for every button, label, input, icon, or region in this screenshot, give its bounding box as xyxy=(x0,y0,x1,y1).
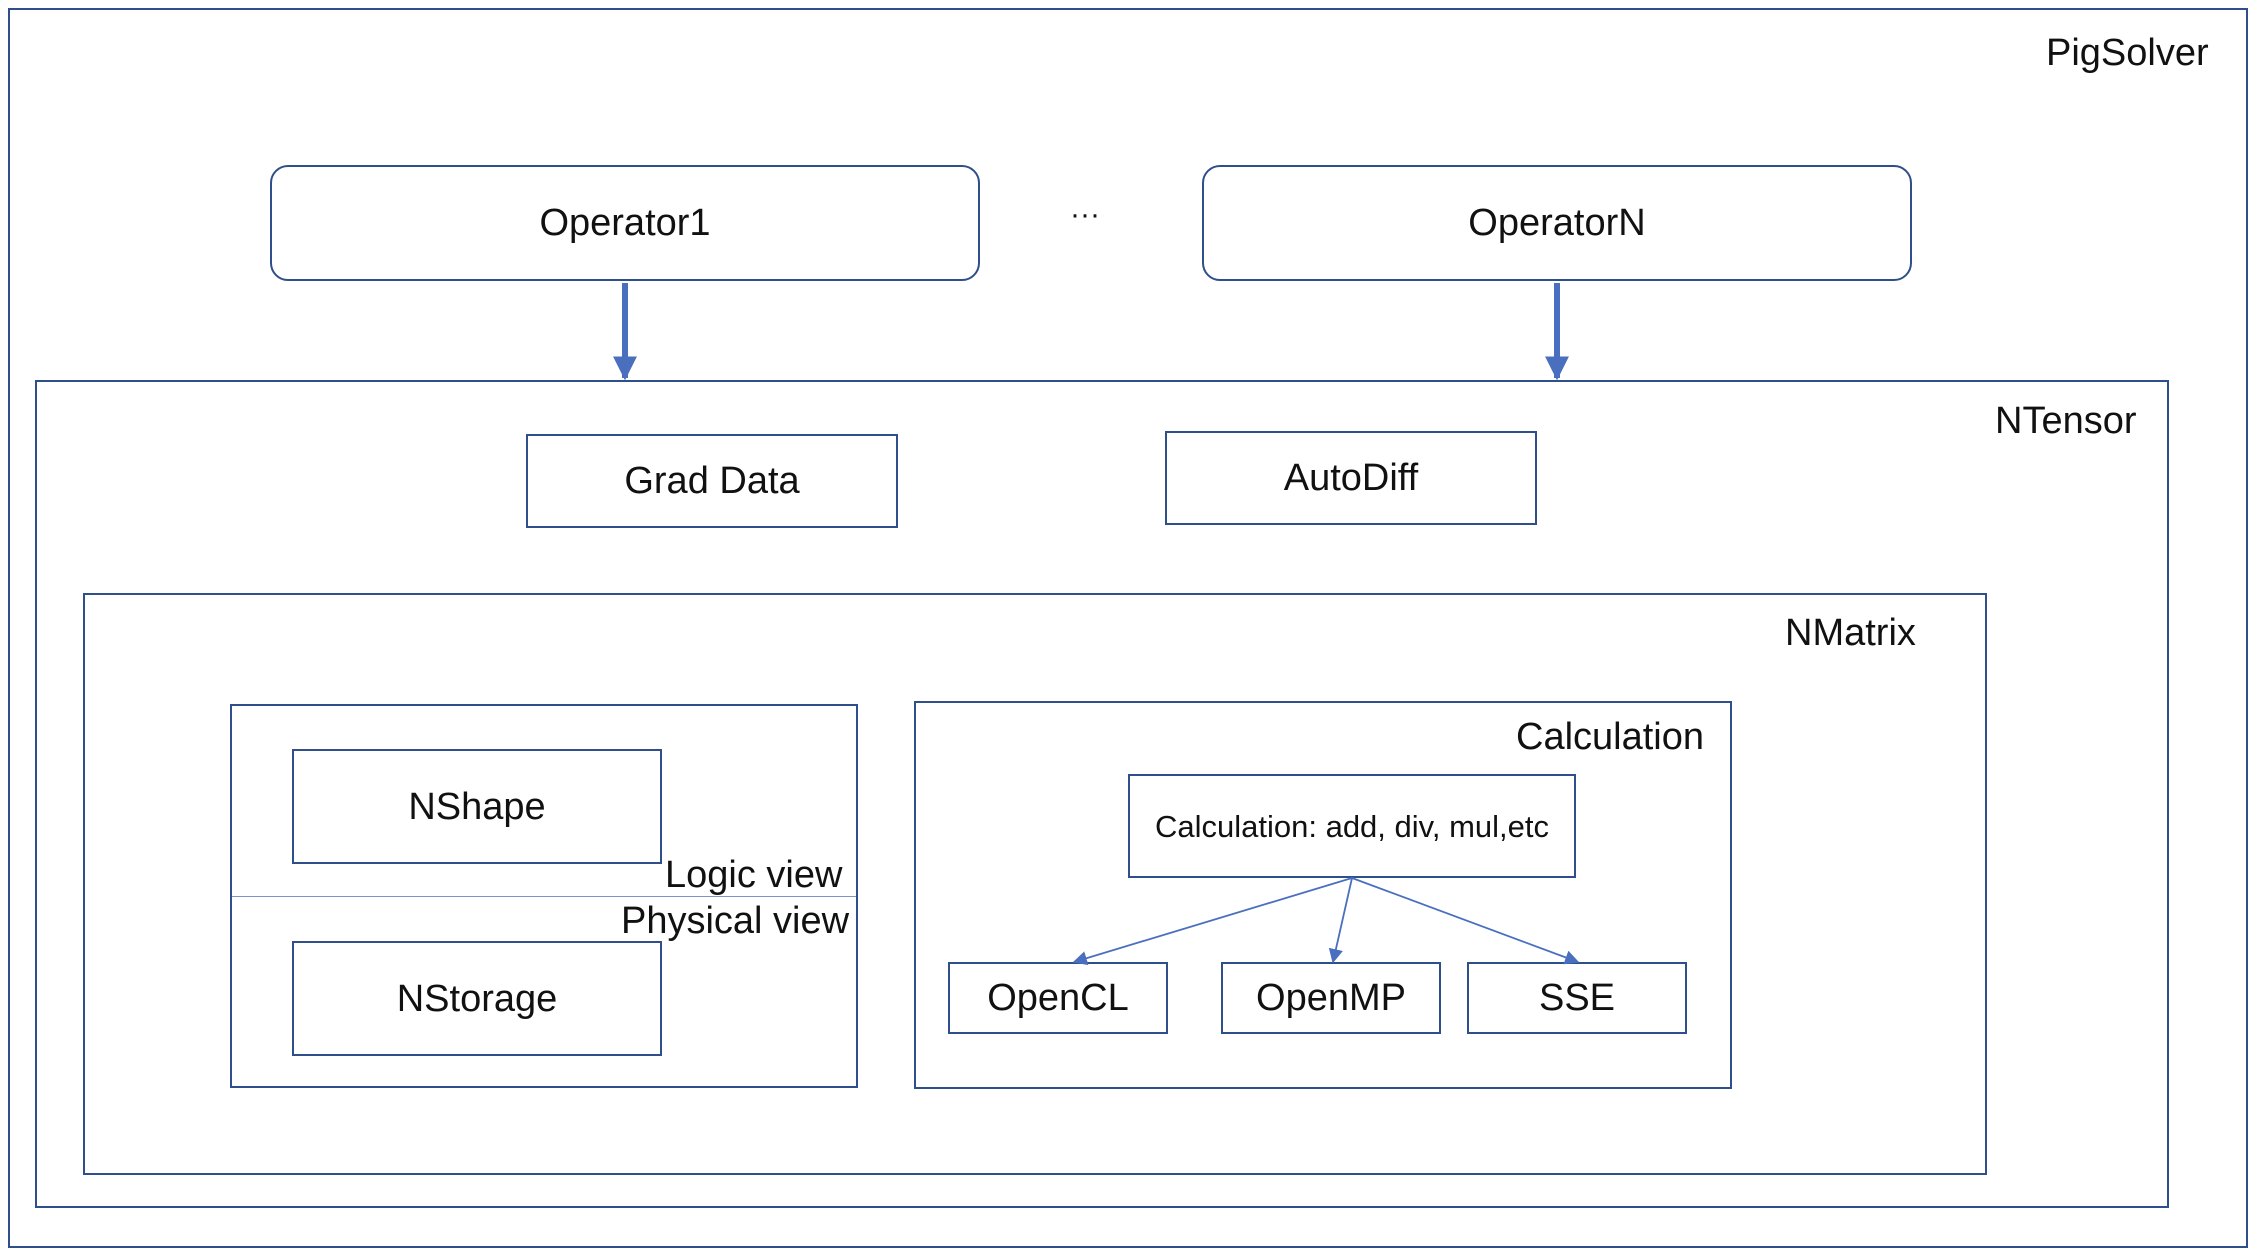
pigsolver-label: PigSolver xyxy=(2046,32,2209,74)
nshape-label: NShape xyxy=(408,785,546,828)
autodiff-label: AutoDiff xyxy=(1283,457,1419,499)
opencl-label: OpenCL xyxy=(987,977,1129,1019)
logic-view-label: Logic view xyxy=(665,854,843,896)
ntensor-label: NTensor xyxy=(1995,400,2137,442)
operator1-label: Operator1 xyxy=(539,202,711,244)
operatorn-label: OperatorN xyxy=(1468,202,1646,244)
nstorage-box: NStorage xyxy=(292,941,662,1056)
operator-ellipsis: ··· xyxy=(1070,198,1100,231)
calculation-label: Calculation xyxy=(1516,716,1704,758)
grad-data-label: Grad Data xyxy=(624,460,800,502)
views-frame xyxy=(230,704,858,1088)
sse-label: SSE xyxy=(1538,977,1616,1019)
calculation-frame xyxy=(914,701,1732,1089)
nmatrix-frame xyxy=(83,593,1987,1175)
ntensor-frame xyxy=(35,380,2169,1208)
openmp-box: OpenMP xyxy=(1221,962,1441,1034)
physical-view-label: Physical view xyxy=(621,900,850,942)
nshape-box: NShape xyxy=(292,749,662,864)
opencl-box: OpenCL xyxy=(948,962,1168,1034)
calculation-ops-label: Calculation: add, div, mul,etc xyxy=(1154,808,1549,844)
operatorn-box: OperatorN xyxy=(1202,165,1912,281)
grad-data-box: Grad Data xyxy=(526,434,898,528)
operator1-box: Operator1 xyxy=(270,165,980,281)
sse-box: SSE xyxy=(1467,962,1687,1034)
openmp-label: OpenMP xyxy=(1256,977,1406,1019)
calculation-ops-box: Calculation: add, div, mul,etc xyxy=(1128,774,1576,878)
view-divider xyxy=(232,896,856,897)
autodiff-box: AutoDiff xyxy=(1165,431,1537,525)
nmatrix-label: NMatrix xyxy=(1785,612,1916,654)
pigsolver-frame xyxy=(8,8,2248,1248)
nstorage-label: NStorage xyxy=(396,977,558,1020)
